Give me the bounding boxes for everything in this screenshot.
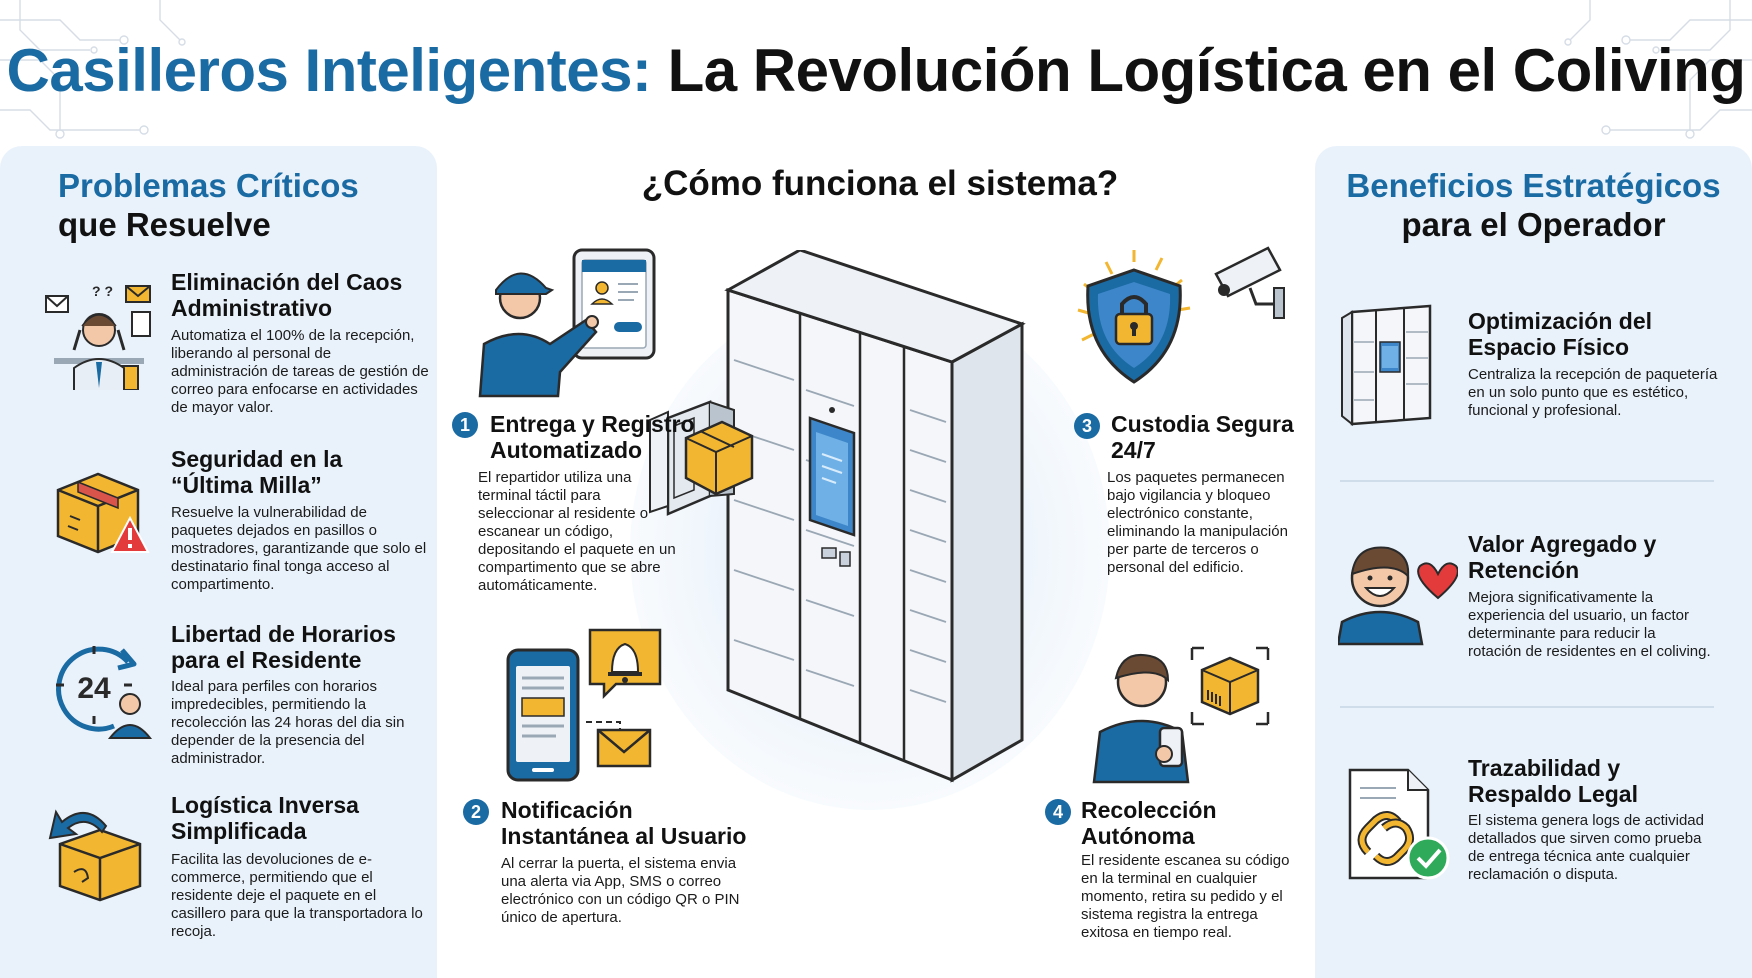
step-2-desc: Al cerrar la puerta, el sistema envia un… <box>501 855 740 926</box>
benefit-title-value: Valor Agregado y Retención <box>1468 531 1657 583</box>
return-box-icon <box>48 809 142 902</box>
benefits-divider-1 <box>1340 480 1714 482</box>
problem-title-admin: Eliminación del Caos Administrativo <box>171 269 403 321</box>
phone-notification-icon <box>506 628 662 782</box>
benefit-desc-trace: El sistema genera logs de actividad deta… <box>1468 812 1704 883</box>
clock-24-icon: 24 <box>56 646 153 739</box>
problem-title-security: Seguridad en la “Última Milla” <box>171 446 343 498</box>
step-2-badge: 2 <box>463 799 489 825</box>
damaged-box-icon <box>56 472 150 554</box>
benefit-desc-space: Centraliza la recepción de paquetería en… <box>1468 366 1718 419</box>
problems-title: Problemas Críticos que Resuelve <box>58 166 359 244</box>
step-4-title: Recolección Autónoma <box>1081 797 1217 849</box>
resident-phone-icon <box>1092 646 1270 784</box>
circuit-decoration <box>0 0 1752 139</box>
happy-person-icon <box>1338 546 1458 646</box>
problem-desc-security: Resuelve la vulnerabilidad de paquetes d… <box>171 504 427 593</box>
center-title: ¿Cómo funciona el sistema? <box>641 164 1119 203</box>
problem-desc-admin: Automatiza el 100% de la recepción, libe… <box>171 327 429 416</box>
step-2-title: Notificación Instantánea al Usuario <box>501 797 747 849</box>
step-1-title: Entrega y Registro Automatizado <box>490 411 695 463</box>
step-3-desc: Los paquetes permanecen bajo vigilancia … <box>1107 469 1288 576</box>
locker-mini-icon <box>1341 304 1432 426</box>
benefit-title-space: Optimización del Espacio Físico <box>1468 308 1653 360</box>
problem-desc-schedule: Ideal para perfiles con horarios imprede… <box>171 678 405 767</box>
step-4-badge: 4 <box>1045 799 1071 825</box>
benefit-title-trace: Trazabilidad y Respaldo Legal <box>1468 755 1638 807</box>
problems-title-line1: Problemas Críticos <box>58 167 359 204</box>
benefits-divider-2 <box>1340 706 1714 708</box>
step-3-title: Custodia Segura 24/7 <box>1111 411 1294 463</box>
benefit-desc-value: Mejora significativamente la experiencia… <box>1468 589 1711 660</box>
delivery-person-icon <box>478 248 656 398</box>
step-3-badge: 3 <box>1074 413 1100 439</box>
camera-icon <box>1214 246 1285 319</box>
clock-label: 24 <box>77 672 111 705</box>
stress-person-icon: ? ? <box>45 283 151 390</box>
benefits-title-line1: Beneficios Estratégicos <box>1346 167 1721 204</box>
shield-lock-icon <box>1077 246 1285 384</box>
title-highlight: Casilleros Inteligentes: <box>6 37 652 104</box>
title-rest: La Revolución Logística en el Coliving <box>667 37 1746 104</box>
step-4-desc: El residente escanea su código en la ter… <box>1081 852 1290 941</box>
problem-title-schedule: Libertad de Horarios para el Residente <box>171 621 396 673</box>
smart-locker-icon <box>630 250 1110 810</box>
benefits-title-line2: para el Operador <box>1401 206 1666 243</box>
page-title: Casilleros Inteligentes: La Revolución L… <box>0 36 1752 105</box>
problem-title-reverse: Logística Inversa Simplificada <box>171 792 359 844</box>
step-1-desc: El repartidor utiliza una terminal tácti… <box>478 469 676 594</box>
step-1-badge: 1 <box>452 412 478 438</box>
heart-icon <box>1417 562 1458 600</box>
scan-box-icon <box>1190 646 1270 726</box>
document-chain-icon <box>1348 768 1450 880</box>
problem-desc-reverse: Facilita las devoluciones de e-commerce,… <box>171 851 423 940</box>
benefits-title: Beneficios Estratégicos para el Operador <box>1315 166 1752 244</box>
check-icon <box>1406 836 1450 880</box>
svg-text:? ?: ? ? <box>92 283 113 299</box>
problems-title-line2: que Resuelve <box>58 206 271 243</box>
